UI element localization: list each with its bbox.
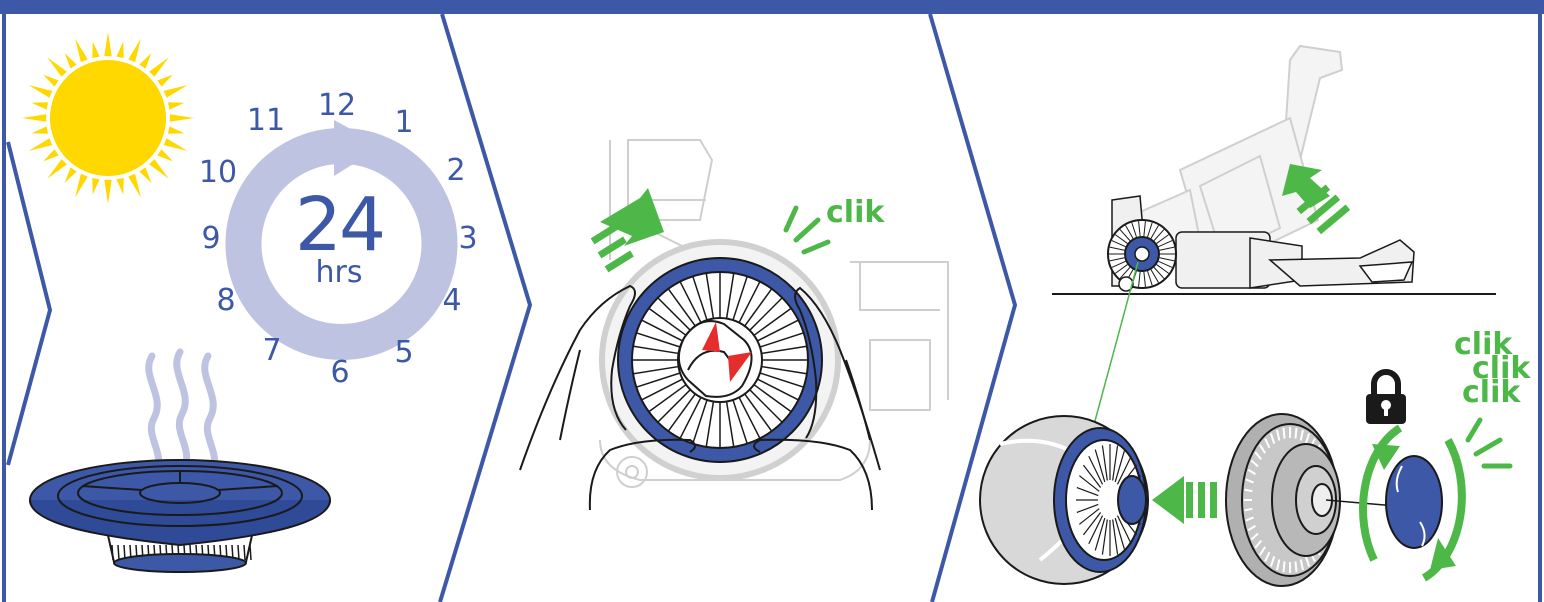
sun-ray <box>92 178 99 195</box>
filter-housing <box>1226 414 1340 586</box>
sun-ray <box>43 149 58 161</box>
sun-ray <box>43 75 58 87</box>
sun-ray <box>157 75 172 87</box>
sun-ray <box>31 126 48 133</box>
sun-ray <box>168 126 185 133</box>
upright-vacuum <box>1108 46 1414 291</box>
sun-ray <box>47 57 67 77</box>
clock-number-3: 3 <box>458 221 477 256</box>
sun-ray <box>75 174 88 198</box>
click-lines-icon <box>786 208 828 252</box>
sun-ray <box>104 32 111 56</box>
sun-ray <box>139 167 151 182</box>
sun-ray <box>157 149 172 161</box>
sun-ray <box>65 167 77 182</box>
click-sound-label: clik <box>826 195 885 230</box>
clock-number-4: 4 <box>442 283 461 318</box>
dish-rib <box>118 545 119 560</box>
sun-ray <box>116 41 123 58</box>
sun-ray <box>104 180 111 204</box>
sun-ray <box>149 57 169 77</box>
steam-icon <box>149 352 215 474</box>
dish-rib <box>244 545 245 560</box>
click-sound-label-3: clik <box>1462 375 1521 410</box>
sun-ray <box>164 85 188 98</box>
sun-ray <box>116 178 123 195</box>
panel-3-reassemble: clik clik clik <box>980 46 1531 586</box>
filter-dish <box>30 460 330 572</box>
end-cap <box>1386 456 1442 548</box>
insert-arrow-icon <box>1152 476 1217 524</box>
sun-ray <box>92 41 99 58</box>
clock-number-9: 9 <box>201 221 220 256</box>
sun-ray <box>128 174 141 198</box>
clock-number-12: 12 <box>318 88 356 123</box>
clock-number-2: 2 <box>446 153 465 188</box>
top-bar <box>0 0 1544 14</box>
click-lines-icon-2 <box>1468 420 1510 466</box>
sun-ray <box>149 159 169 179</box>
panel-1-dry: 24 hrs 12 1 2 3 4 5 6 7 8 9 10 11 <box>22 32 478 572</box>
sun-icon <box>22 32 194 204</box>
callout-line <box>1092 262 1138 432</box>
panel-2-refit: clik <box>520 140 948 510</box>
sun-ray <box>47 159 67 179</box>
sun-ray <box>75 39 88 63</box>
sun-ray <box>128 39 141 63</box>
side-wheel <box>1108 220 1176 288</box>
clock-number-1: 1 <box>394 105 413 140</box>
sun-ray <box>29 138 53 151</box>
sun-ray <box>29 85 53 98</box>
sun-ray <box>168 102 185 109</box>
housing-rib <box>1295 428 1296 439</box>
padlock-icon <box>1366 372 1406 424</box>
clock-number-7: 7 <box>262 333 281 368</box>
sun-ray <box>170 114 194 121</box>
dish-rib <box>250 545 251 560</box>
clock-number-6: 6 <box>330 355 349 390</box>
ball-wheel <box>980 416 1148 584</box>
sun-ray <box>139 53 151 68</box>
sun-ray <box>22 114 46 121</box>
clock-number-11: 11 <box>247 103 285 138</box>
clock-number-10: 10 <box>199 155 237 190</box>
sun-ray <box>164 138 188 151</box>
housing-rib <box>1295 561 1296 572</box>
sun-ray <box>31 102 48 109</box>
dish-rib <box>112 545 113 560</box>
clock-number-8: 8 <box>216 283 235 318</box>
sun-ray <box>65 53 77 68</box>
housing-rib <box>1283 561 1284 572</box>
clock-number-5: 5 <box>394 335 413 370</box>
timer-unit: hrs <box>316 255 363 290</box>
housing-rib <box>1283 428 1284 439</box>
